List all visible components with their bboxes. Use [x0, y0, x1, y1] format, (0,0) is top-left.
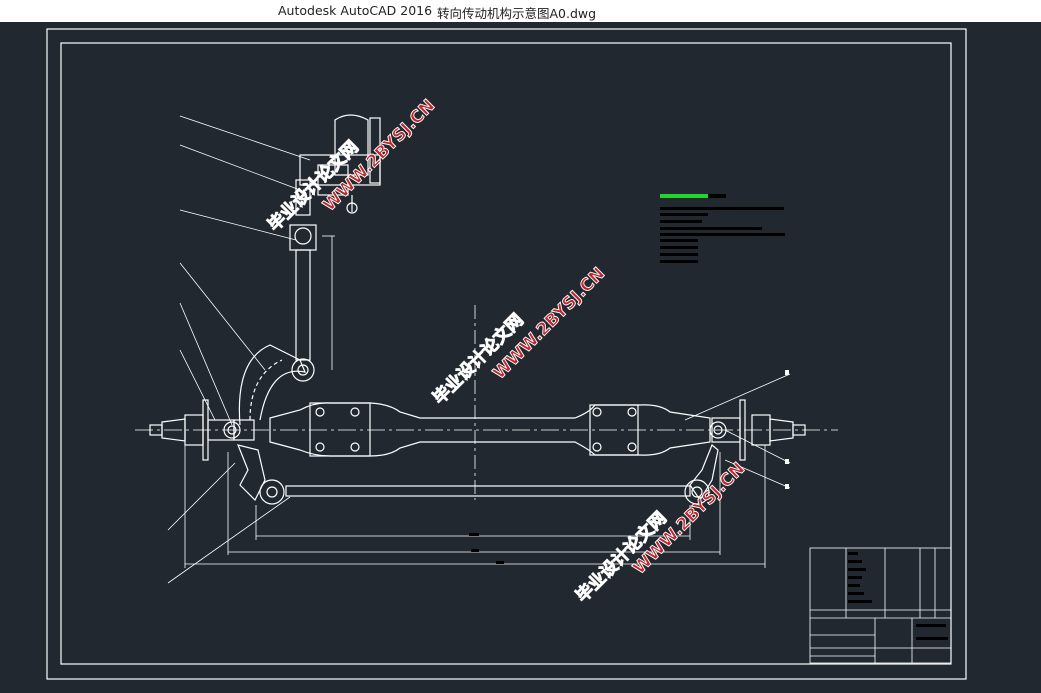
- technical-notes: [660, 194, 785, 263]
- steering-gear: [295, 114, 381, 216]
- left-knuckle: [149, 399, 255, 461]
- right-knuckle: [709, 399, 806, 461]
- title-block: [809, 547, 952, 664]
- outer-frame: [46, 28, 967, 680]
- front-axle-beam: [269, 402, 711, 457]
- drag-link: [289, 224, 317, 382]
- app-title: Autodesk AutoCAD 2016: [278, 3, 433, 18]
- cad-drawing: 毕业设计论文网 WWW.2BYSJ.CN 毕业设计论文网 WWW.2BYSJ.C…: [46, 28, 967, 680]
- tie-rod: [259, 479, 710, 505]
- drawing-canvas[interactable]: 毕业设计论文网 WWW.2BYSJ.CN 毕业设计论文网 WWW.2BYSJ.C…: [0, 22, 1041, 689]
- title-bar: Autodesk AutoCAD 2016 转向传动机构示意图A0.dwg: [0, 0, 1041, 22]
- inner-frame: [60, 42, 952, 665]
- document-title: 转向传动机构示意图A0.dwg: [437, 6, 597, 21]
